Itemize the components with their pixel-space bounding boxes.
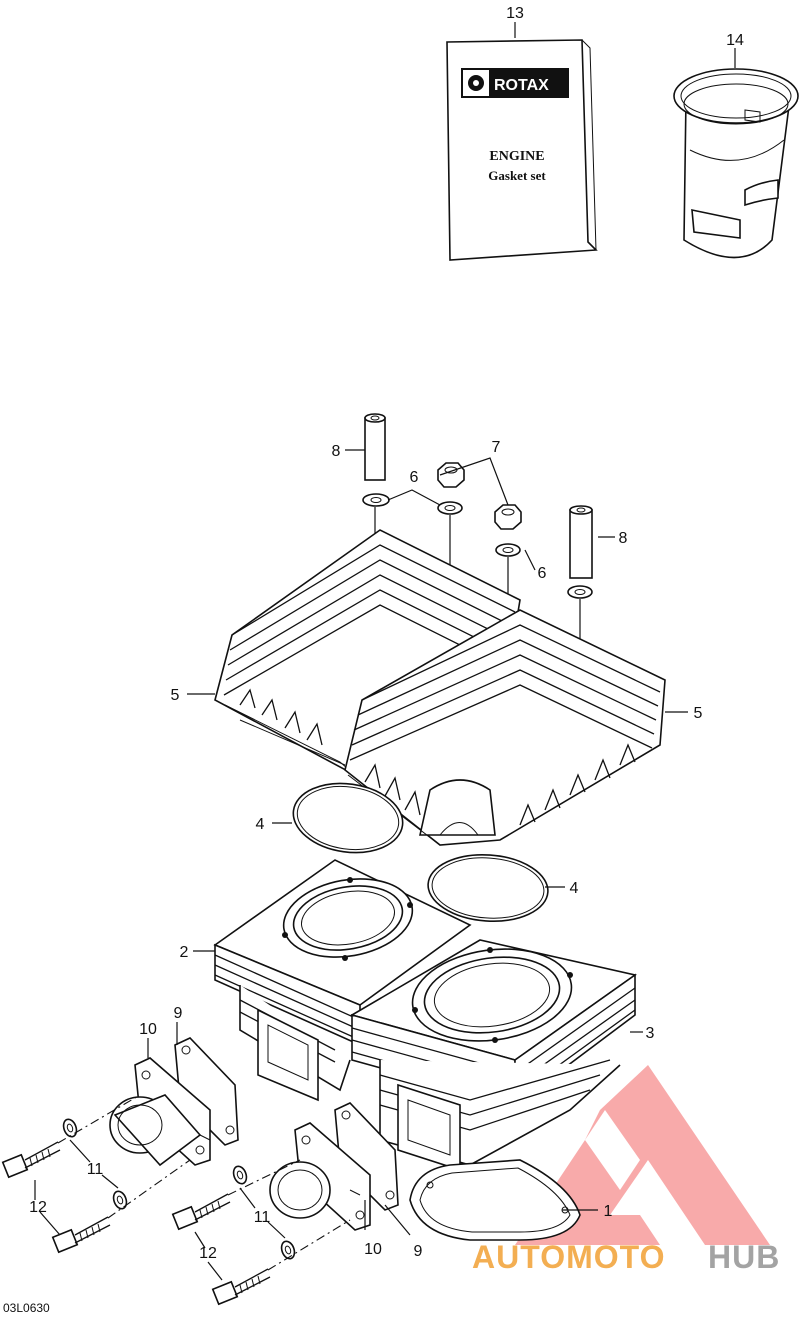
callout-9-lower: 9: [414, 1243, 423, 1260]
callout-9-upper: 9: [174, 1005, 183, 1022]
callout-numbers: 13 14 8 7 6 8 6 5 5 4 4 2 3 10 9 11 12 1…: [29, 5, 744, 1262]
screw-upper-left: [1, 1141, 61, 1179]
screw-lower-right: [211, 1268, 271, 1306]
head-gasket-ring-left: [292, 782, 404, 854]
washer-upper-left: [62, 1118, 78, 1138]
gasket-box-line2: Gasket set: [488, 168, 546, 183]
callout-1: 1: [604, 1203, 613, 1220]
watermark-text-hub: HUB: [708, 1239, 780, 1275]
washer-center-left: [437, 501, 463, 515]
intake-manifold-lower: [269, 1122, 371, 1231]
head-gasket-ring-right: [427, 854, 549, 922]
washer-lower-left: [112, 1190, 128, 1210]
callout-6-lower: 6: [538, 565, 547, 582]
screw-upper-right: [171, 1193, 231, 1231]
drawing-code: 03L0630: [3, 1301, 50, 1315]
callout-4-right: 4: [570, 880, 579, 897]
callout-5-right: 5: [694, 705, 703, 722]
callout-10-lower: 10: [364, 1241, 382, 1258]
cylinder-head-front: [344, 609, 666, 846]
gasket-set-package: ROTAX ENGINE Gasket set: [446, 39, 598, 261]
callout-3: 3: [646, 1025, 655, 1042]
callout-12-upper: 12: [29, 1199, 47, 1216]
screw-lower-left: [51, 1216, 111, 1254]
washer-center-right: [495, 543, 521, 557]
washer-lower-right: [280, 1240, 296, 1260]
rotax-logo-text: ROTAX: [494, 77, 549, 94]
intake-manifold-upper: [109, 1057, 211, 1167]
callout-5-left: 5: [171, 687, 180, 704]
callout-13: 13: [506, 5, 524, 22]
washer-upper-right: [232, 1165, 248, 1185]
callout-10-upper: 10: [139, 1021, 157, 1038]
nut-center-left: [437, 462, 465, 488]
spacer-right: [569, 505, 593, 579]
cylinder-sleeve: [673, 68, 799, 259]
callout-7: 7: [492, 439, 501, 456]
callout-14: 14: [726, 32, 744, 49]
callout-2: 2: [180, 944, 189, 961]
watermark-text-auto: AUTOMOTO: [472, 1239, 665, 1275]
watermark-logo: AUTOMOTO HUB: [472, 1065, 780, 1275]
callout-11-upper: 11: [87, 1161, 104, 1178]
washer-right: [567, 585, 593, 599]
callout-11-lower: 11: [254, 1209, 271, 1226]
callout-12-lower: 12: [199, 1245, 217, 1262]
callout-4-left: 4: [256, 816, 265, 833]
callout-6-upper: 6: [410, 469, 419, 486]
cylinder-base-gasket: [409, 1159, 581, 1241]
cylinder-rear: [213, 859, 472, 1102]
callout-8-right: 8: [619, 530, 628, 547]
callout-8-left: 8: [332, 443, 341, 460]
alignment-lines: [57, 1094, 351, 1271]
washer-left: [362, 493, 390, 507]
spacer-left: [364, 413, 386, 481]
gasket-box-line1: ENGINE: [489, 149, 544, 164]
leader-lines: [34, 22, 736, 1281]
nut-center-right: [494, 504, 522, 530]
